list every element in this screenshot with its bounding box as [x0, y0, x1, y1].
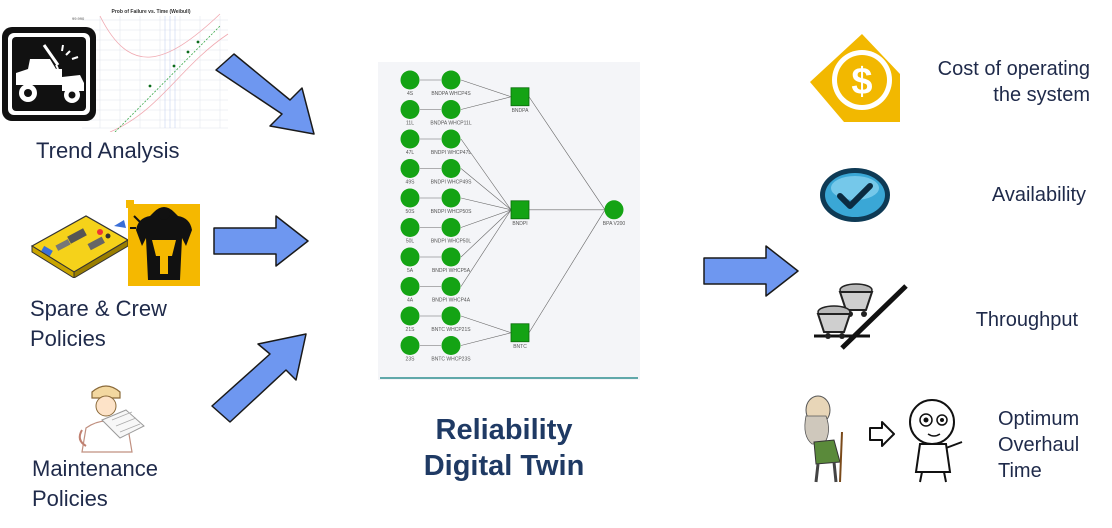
left-node-label: 4A — [407, 298, 414, 304]
left-node — [400, 247, 420, 267]
left-node — [400, 218, 420, 237]
output-node — [604, 200, 624, 220]
left-node — [400, 159, 420, 178]
mid-node — [441, 100, 461, 119]
spare-crew-line1: Spare & Crew — [30, 296, 167, 321]
mid-node-label: BNDPA WHCP4S — [431, 91, 471, 97]
left-node — [400, 277, 420, 296]
crew-worker-icon — [126, 200, 202, 288]
maintenance-planner-icon — [72, 380, 150, 456]
checkmark-badge-icon — [818, 166, 892, 224]
output-arrow — [702, 244, 800, 298]
digital-twin-title-line1: Reliability — [435, 414, 573, 446]
spare-crew-label: Spare & Crew Policies — [30, 294, 167, 354]
mid-node-label: BNDPI WHCP4A — [432, 298, 471, 304]
reliability-block-diagram: 4S 11L 47L 49S 50S 50L 5A 4A 21S 23S BNDPA WHCP4S B… — [378, 62, 640, 380]
ore-carts-icon — [812, 276, 908, 350]
left-node-label: 5A — [407, 268, 414, 274]
group-node-label: BNTC — [513, 344, 527, 350]
left-node — [400, 336, 420, 355]
group-node — [510, 200, 530, 220]
availability-label: Availability — [991, 184, 1086, 206]
spare-crew-arrow — [212, 214, 310, 268]
left-node-label: 47L — [406, 150, 415, 156]
maintenance-line1: Maintenance — [32, 456, 158, 481]
mid-node-label: BNDPA WHCP11L — [430, 121, 471, 127]
mid-node-label: BNTC WHCP23S — [431, 357, 471, 363]
left-node-label: 23S — [406, 357, 416, 363]
overhaul-line3: Time — [998, 460, 1042, 482]
spare-parts-board-icon — [28, 210, 130, 278]
cost-label: Cost of operating the system — [900, 56, 1090, 108]
overhaul-line1: Optimum — [998, 408, 1080, 430]
maintenance-label: Maintenance Policies — [32, 454, 158, 514]
left-node — [400, 188, 420, 208]
throughput-label: Throughput — [975, 309, 1078, 331]
mid-node — [441, 70, 461, 90]
old-to-young-icon — [796, 392, 974, 484]
cost-line2: the system — [993, 84, 1090, 106]
left-node — [400, 100, 420, 119]
group-node-label: BNDPA — [512, 108, 530, 114]
mid-node — [441, 218, 461, 237]
chart-title: Prob of Failure vs. Time (Weibull) — [112, 9, 191, 15]
digital-twin-title-line2: Digital Twin — [423, 450, 585, 482]
mid-node-label: BNTC WHCP21S — [431, 327, 471, 333]
left-node-label: 4S — [407, 91, 414, 97]
maintenance-arrow — [210, 332, 310, 424]
overhaul-label: Optimum Overhaul Time — [998, 406, 1079, 484]
left-node — [400, 70, 420, 90]
digital-twin-title: Reliability Digital Twin — [380, 412, 628, 484]
mid-node — [441, 306, 461, 326]
left-node — [400, 129, 420, 149]
left-node-label: 50S — [406, 209, 416, 215]
mid-node — [441, 159, 461, 178]
left-node-label: 50L — [406, 239, 415, 245]
mid-node — [441, 129, 461, 149]
left-node-label: 49S — [406, 180, 416, 186]
mid-node — [441, 188, 461, 208]
group-node — [510, 87, 530, 107]
svg-text:$: $ — [851, 61, 872, 103]
mid-node — [441, 277, 461, 296]
left-node-label: 11L — [406, 121, 414, 127]
group-node — [510, 323, 530, 343]
overhaul-line2: Overhaul — [998, 434, 1080, 456]
mid-node — [441, 247, 461, 267]
trend-arrow — [214, 52, 318, 138]
maintenance-line2: Policies — [32, 486, 108, 511]
mid-node-label: BNDPI WHCP5A — [432, 268, 471, 274]
weibull-chart: Prob of Failure vs. Time (Weibull) 99.99… — [70, 6, 232, 133]
group-node-label: BNDPI — [512, 221, 527, 227]
spare-crew-line2: Policies — [30, 326, 106, 351]
y-tick-top: 99.990 — [72, 16, 85, 21]
mid-node-label: BNDPI WHCP50S — [431, 209, 473, 215]
left-node — [400, 306, 420, 326]
cost-line1: Cost of operating — [937, 58, 1090, 80]
dollar-coin-icon: $ — [804, 30, 904, 126]
output-node-label: BPA V200 — [603, 221, 626, 227]
trend-analysis-label: Trend Analysis — [36, 138, 180, 163]
left-node-label: 21S — [406, 327, 416, 333]
mid-node — [441, 336, 461, 355]
mid-node-label: BNDPI WHCP47L — [431, 150, 472, 156]
tow-truck-icon — [0, 25, 98, 123]
mid-node-label: BNDPI WHCP50L — [431, 239, 472, 245]
mid-node-label: BNDPI WHCP49S — [431, 180, 473, 186]
